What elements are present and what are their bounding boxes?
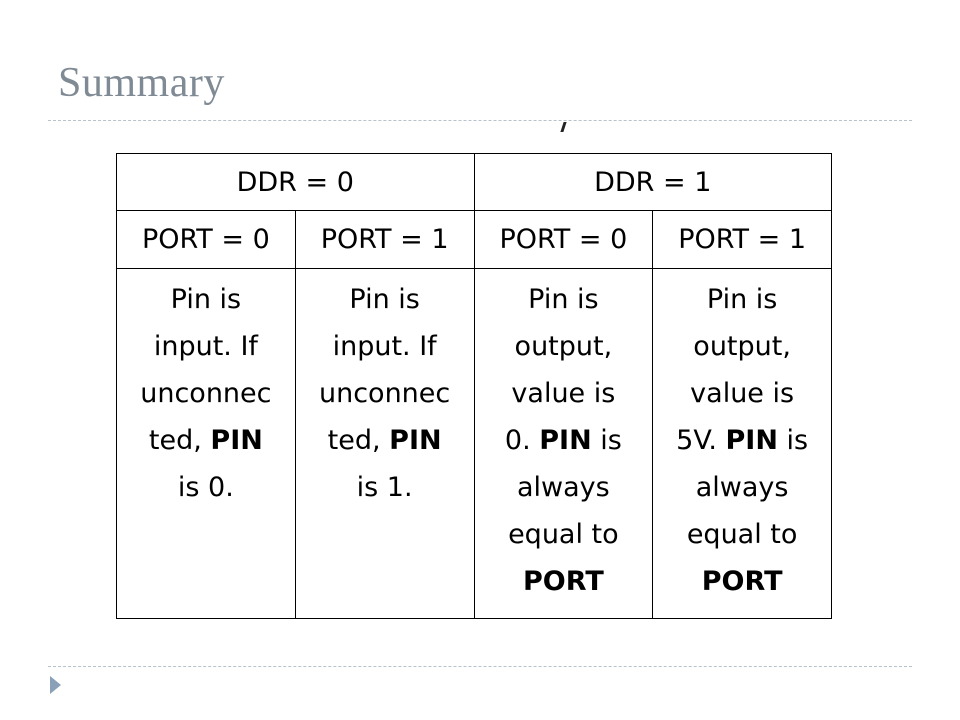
triangle-right-icon[interactable]: [50, 676, 61, 694]
description-line: equal to: [653, 511, 831, 558]
description-cell: Pin is input. If unconnec ted, PIN is 1.: [294, 268, 475, 619]
description-line: equal to: [475, 511, 653, 558]
description-text: equal to: [686, 519, 798, 550]
bold-term: PIN: [539, 425, 592, 456]
bold-term: PIN: [725, 425, 778, 456]
description-line: is 0.: [117, 464, 295, 511]
description-line: Pin is: [653, 276, 831, 323]
description-text: unconnec: [140, 378, 272, 409]
description-text: ted,: [327, 425, 390, 456]
ddr-port-summary-table: DDR = 0 DDR = 1 PORT = 0 PORT = 1 PORT =…: [116, 153, 832, 619]
description-text: is 1.: [356, 472, 413, 503]
description-line: input. If: [117, 323, 295, 370]
slide-title: Summary: [58, 60, 225, 106]
description-text: 0.: [504, 425, 540, 456]
footer-divider: [48, 666, 912, 667]
description-text: input. If: [332, 331, 437, 362]
port-header: PORT = 1: [294, 210, 475, 269]
ddr-0-header: DDR = 0: [116, 153, 475, 211]
description-line: output,: [653, 323, 831, 370]
description-line: output,: [475, 323, 653, 370]
description-line: input. If: [296, 323, 474, 370]
port-header-row: PORT = 0 PORT = 1 PORT = 0 PORT = 1: [116, 210, 832, 269]
description-text: value is: [690, 378, 795, 409]
description-text: Pin is: [528, 284, 599, 315]
description-line: ted, PIN: [296, 417, 474, 464]
description-text: always: [695, 472, 789, 503]
description-line: unconnec: [117, 370, 295, 417]
port-header: PORT = 1: [652, 210, 832, 269]
bold-term: PORT: [523, 566, 604, 597]
description-text: 5V.: [676, 425, 726, 456]
description-text: output,: [514, 331, 613, 362]
description-line: ted, PIN: [117, 417, 295, 464]
description-text: is 0.: [177, 472, 234, 503]
description-text: input. If: [153, 331, 258, 362]
description-cell: Pin is input. If unconnec ted, PIN is 0.: [116, 268, 296, 619]
description-text: output,: [693, 331, 791, 362]
description-text: unconnec: [318, 378, 451, 409]
description-line: Pin is: [475, 276, 653, 323]
description-text: Pin is: [170, 284, 242, 315]
description-text: Pin is: [349, 284, 420, 315]
bold-term: PORT: [701, 566, 783, 597]
description-text: value is: [511, 378, 616, 409]
description-text: always: [517, 472, 610, 503]
description-line: always: [653, 464, 831, 511]
description-line: value is: [653, 370, 831, 417]
description-text: is: [777, 425, 809, 456]
description-line: 0. PIN is: [475, 417, 653, 464]
description-line: Pin is: [117, 276, 295, 323]
description-line: unconnec: [296, 370, 474, 417]
description-line: always: [475, 464, 653, 511]
description-text: ted,: [148, 425, 211, 456]
ddr-header-row: DDR = 0 DDR = 1: [116, 153, 832, 211]
description-text: Pin is: [706, 284, 778, 315]
port-header: PORT = 0: [116, 210, 296, 269]
description-line: Pin is: [296, 276, 474, 323]
description-line: 5V. PIN is: [653, 417, 831, 464]
description-line: PORT: [653, 558, 831, 605]
bold-term: PIN: [389, 425, 442, 456]
description-text: is: [591, 425, 622, 456]
title-divider: [48, 120, 912, 121]
description-text: equal to: [508, 519, 619, 550]
description-cell: Pin is output, value is 0. PIN is always equa…: [473, 268, 654, 619]
description-line: PORT: [475, 558, 653, 605]
description-cell: Pin is output, value is 5V. PIN is always equ…: [652, 268, 832, 619]
port-header: PORT = 0: [473, 210, 654, 269]
bold-term: PIN: [210, 425, 263, 456]
ddr-1-header: DDR = 1: [473, 153, 832, 211]
stray-mark: [560, 122, 571, 132]
description-line: value is: [475, 370, 653, 417]
description-line: is 1.: [296, 464, 474, 511]
